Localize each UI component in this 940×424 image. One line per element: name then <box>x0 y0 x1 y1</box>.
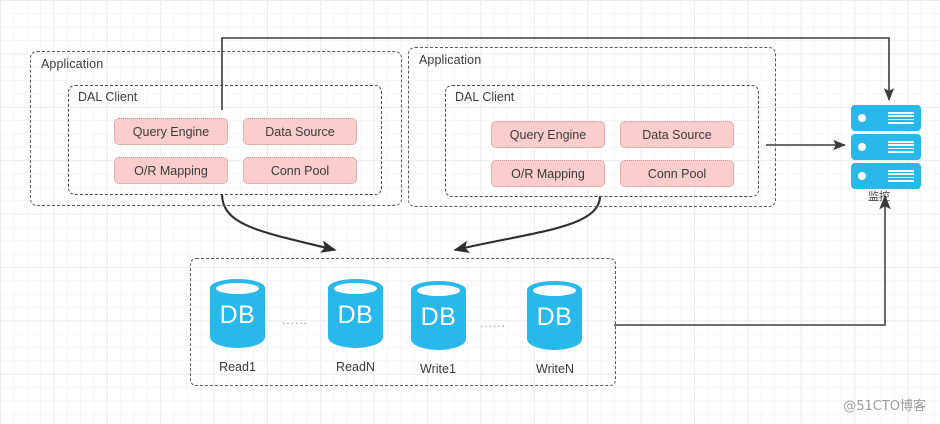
module-or-mapping-2[interactable]: O/R Mapping <box>491 160 605 187</box>
db-cylinder-body <box>210 288 265 348</box>
db-cylinder-body <box>411 290 466 350</box>
db-node-text-write1: DB <box>420 303 457 331</box>
module-query-engine-2[interactable]: Query Engine <box>491 121 605 148</box>
server-slots-icon <box>888 141 914 153</box>
module-conn-pool-1[interactable]: Conn Pool <box>243 157 357 184</box>
db-caption-write1: Write1 <box>420 362 456 376</box>
module-data-source-1[interactable]: Data Source <box>243 118 357 145</box>
db-caption-read1: Read1 <box>219 360 256 374</box>
line-left-dal-to-server <box>221 37 895 110</box>
monitor-label: 监控 <box>868 190 890 203</box>
db-cylinder-lid <box>334 282 377 294</box>
db-node-text-writen: DB <box>536 303 573 331</box>
server-slots-icon <box>888 112 914 124</box>
module-data-source-2[interactable]: Data Source <box>620 121 734 148</box>
watermark: @51CTO博客 <box>843 399 926 414</box>
server-led-icon <box>858 143 866 151</box>
dal-client-label-2: DAL Client <box>455 90 515 104</box>
db-cylinder-lid <box>417 284 460 296</box>
module-or-mapping-1[interactable]: O/R Mapping <box>114 157 228 184</box>
db-cylinder-lid <box>216 282 259 294</box>
db-caption-readn: ReadN <box>336 360 375 374</box>
db-node-read1[interactable]: DB <box>210 279 265 357</box>
server-bar-2[interactable] <box>851 134 921 160</box>
server-bar-3[interactable] <box>851 163 921 189</box>
application-label-1: Application <box>41 57 104 71</box>
server-led-icon <box>858 114 866 122</box>
dal-client-label-1: DAL Client <box>78 90 138 104</box>
db-node-writen[interactable]: DB <box>527 281 582 359</box>
dal-client-box-1[interactable]: DAL Client <box>68 85 382 195</box>
db-node-write1[interactable]: DB <box>411 281 466 359</box>
application-box-2[interactable]: Application <box>408 47 776 207</box>
db-ellipsis-read: ...... <box>282 313 309 327</box>
line-db-to-server-monitor <box>614 194 891 326</box>
curve-left-dal-to-db <box>220 193 337 253</box>
db-node-readn[interactable]: DB <box>328 279 383 357</box>
server-slots-icon <box>888 170 914 182</box>
module-query-engine-1[interactable]: Query Engine <box>114 118 228 145</box>
db-cylinder-lid <box>533 284 576 296</box>
db-node-text-read1: DB <box>219 301 256 329</box>
dal-client-box-2[interactable]: DAL Client <box>445 85 759 197</box>
db-node-text-readn: DB <box>337 301 374 329</box>
db-cylinder-body <box>328 288 383 348</box>
module-conn-pool-2[interactable]: Conn Pool <box>620 160 734 187</box>
server-bar-1[interactable] <box>851 105 921 131</box>
application-label-2: Application <box>419 53 482 67</box>
db-ellipsis-write: ...... <box>480 316 507 330</box>
db-caption-writen: WriteN <box>536 362 574 376</box>
db-cylinder-body <box>527 290 582 350</box>
application-box-1[interactable]: Application <box>30 51 402 206</box>
database-group-box[interactable] <box>190 258 616 386</box>
server-led-icon <box>858 172 866 180</box>
